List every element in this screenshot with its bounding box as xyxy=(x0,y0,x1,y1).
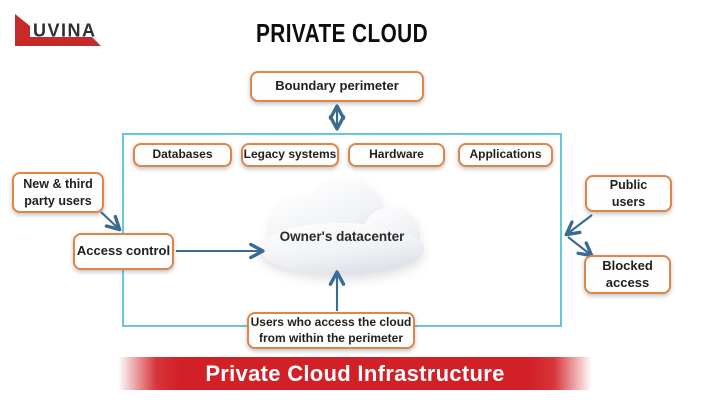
access-control-label: Access control xyxy=(76,243,171,259)
luvina-logo: UVINA xyxy=(15,14,101,46)
arrow-publicusers-to-border xyxy=(564,214,593,237)
boundary-perimeter-label: Boundary perimeter xyxy=(275,78,399,94)
databases-label: Databases xyxy=(152,147,213,162)
applications-box: Applications xyxy=(458,143,553,167)
new-third-party-line2: party users xyxy=(24,193,92,208)
legacy-systems-label: Legacy systems xyxy=(243,147,337,162)
new-third-party-line1: New & third xyxy=(23,177,93,192)
blocked-access-box: Blocked access xyxy=(584,255,671,294)
boundary-perimeter-box: Boundary perimeter xyxy=(250,71,424,102)
footer-banner: Private Cloud Infrastructure xyxy=(118,357,592,390)
page-title: PRIVATE CLOUD xyxy=(256,18,428,48)
logo-text: UVINA xyxy=(33,21,97,41)
perimeter-users-line1: Users who access the cloud xyxy=(250,314,412,329)
hardware-box: Hardware xyxy=(348,143,445,167)
arrow-border-to-blockedaccess xyxy=(567,236,594,258)
hardware-label: Hardware xyxy=(369,147,424,162)
applications-label: Applications xyxy=(469,147,542,162)
perimeter-users-box: Users who access the cloud from within t… xyxy=(247,312,415,349)
public-users-line1: Public xyxy=(609,178,648,193)
access-control-box: Access control xyxy=(73,233,174,270)
new-third-party-users-box: New & third party users xyxy=(12,172,104,213)
databases-box: Databases xyxy=(133,143,232,167)
blocked-access-line1: Blocked xyxy=(602,257,653,273)
arrow-newusers-to-accesscontrol xyxy=(100,211,122,232)
public-users-line2: users xyxy=(611,194,646,209)
public-users-box: Public users xyxy=(585,175,672,212)
logo-l-mark-icon xyxy=(15,14,101,46)
cloud-label: Owner's datacenter xyxy=(279,229,405,244)
footer-banner-label: Private Cloud Infrastructure xyxy=(205,360,505,386)
blocked-access-line2: access xyxy=(605,274,650,290)
perimeter-users-line2: from within the perimeter xyxy=(258,330,404,345)
legacy-systems-box: Legacy systems xyxy=(241,143,339,167)
